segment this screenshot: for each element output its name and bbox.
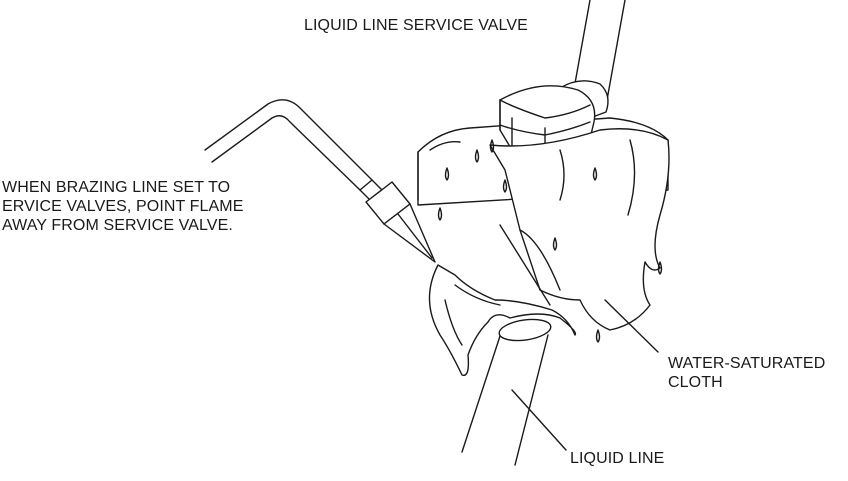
brazing-torch [204, 99, 436, 263]
cloth-leader-line [604, 299, 659, 353]
liquid-line-tube [461, 318, 552, 466]
cloth-line-1: WATER-SATURATED [668, 355, 826, 372]
water-saturated-cloth [489, 128, 670, 331]
brazing-warning-label: WHEN BRAZING LINE SET TO ERVICE VALVES, … [2, 178, 244, 235]
valve-leader-line [499, 224, 551, 306]
warning-line-3: AWAY FROM SERVICE VALVE. [2, 217, 233, 234]
cloth-label: WATER-SATURATED CLOTH [668, 354, 825, 392]
water-drips [437, 139, 663, 343]
liquid-line-label: LIQUID LINE [570, 450, 665, 467]
warning-line-1: WHEN BRAZING LINE SET TO [2, 179, 231, 196]
cloth-line-2: CLOTH [668, 374, 723, 391]
warning-line-2: ERVICE VALVES, POINT FLAME [2, 198, 244, 215]
service-valve-label: LIQUID LINE SERVICE VALVE [304, 17, 528, 34]
liquid-line-leader [511, 389, 567, 451]
flame-splash [428, 264, 577, 377]
leader-lines [499, 224, 659, 451]
